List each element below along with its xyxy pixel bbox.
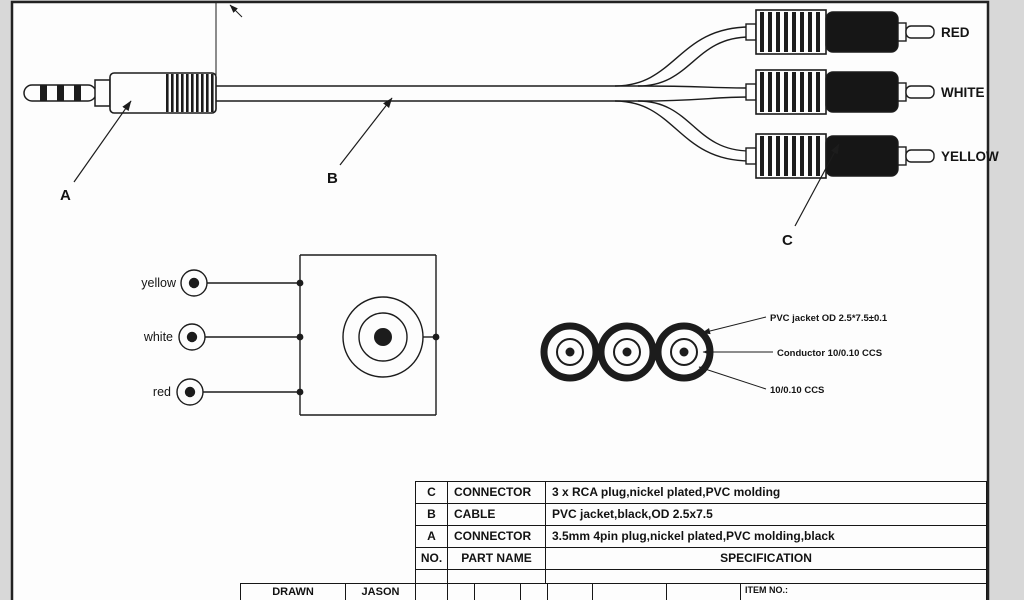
cross-section-callout-conductor: Conductor 10/0.10 CCS xyxy=(777,348,882,359)
drawn-label: DRAWN xyxy=(241,584,346,600)
rca-ridges xyxy=(760,12,820,52)
rca-ridges xyxy=(760,136,820,176)
spec-empty-cell xyxy=(448,570,546,584)
pin-label-yellow: yellow xyxy=(141,276,177,290)
spec-row-spec: PVC jacket,black,OD 2.5x7.5 xyxy=(546,504,986,526)
spec-header-spec: SPECIFICATION xyxy=(546,548,986,570)
item-no-label: ITEM NO.: xyxy=(745,585,788,595)
specification-table: C CONNECTOR 3 x RCA plug,nickel plated,P… xyxy=(415,481,987,584)
spec-header-part: PART NAME xyxy=(448,548,546,570)
title-empty-cell xyxy=(448,584,475,600)
title-empty-cell xyxy=(593,584,667,600)
pin-label-white: white xyxy=(143,330,173,344)
dimension-leader xyxy=(215,3,243,80)
plug-3_5mm-drawing xyxy=(23,72,217,114)
rca-label-white: WHITE xyxy=(941,85,985,100)
callout-leaders xyxy=(73,97,840,227)
rca-connector-white xyxy=(745,69,935,115)
spec-header-no: NO. xyxy=(416,548,448,570)
spec-row-part: CONNECTOR xyxy=(448,482,546,504)
rca-connector-red xyxy=(745,9,935,55)
spec-row-no: A xyxy=(416,526,448,548)
rca-ridges xyxy=(760,72,820,112)
rca-label-yellow: YELLOW xyxy=(941,149,999,164)
cable-drawing xyxy=(216,26,751,162)
title-empty-cell xyxy=(416,584,448,600)
spec-row-spec: 3.5mm 4pin plug,nickel plated,PVC moldin… xyxy=(546,526,986,548)
plug-grip-ridges xyxy=(166,74,214,112)
spec-row-part: CONNECTOR xyxy=(448,526,546,548)
title-empty-cell xyxy=(521,584,548,600)
cable-cross-section xyxy=(540,316,773,390)
spec-row-part: CABLE xyxy=(448,504,546,526)
pinout-schematic xyxy=(176,254,440,416)
callout-label-c: C xyxy=(782,232,793,249)
callout-label-a: A xyxy=(60,187,71,204)
title-empty-cell xyxy=(475,584,521,600)
rca-label-red: RED xyxy=(941,25,970,40)
cross-section-callout-jacket: PVC jacket OD 2.5*7.5±0.1 xyxy=(770,313,888,324)
spec-row-no: C xyxy=(416,482,448,504)
rca-connector-yellow xyxy=(745,133,935,179)
title-block-row: DRAWN JASON ITEM NO.: xyxy=(240,583,987,600)
spec-row-no: B xyxy=(416,504,448,526)
drawn-value: JASON xyxy=(346,584,416,600)
title-empty-cell xyxy=(548,584,593,600)
spec-row-spec: 3 x RCA plug,nickel plated,PVC molding xyxy=(546,482,986,504)
spec-empty-cell xyxy=(546,570,986,584)
cross-section-callout-ccs: 10/0.10 CCS xyxy=(770,385,824,396)
spec-empty-cell xyxy=(416,570,448,584)
title-empty-cell xyxy=(667,584,741,600)
pin-label-red: red xyxy=(153,385,171,399)
callout-label-b: B xyxy=(327,170,338,187)
